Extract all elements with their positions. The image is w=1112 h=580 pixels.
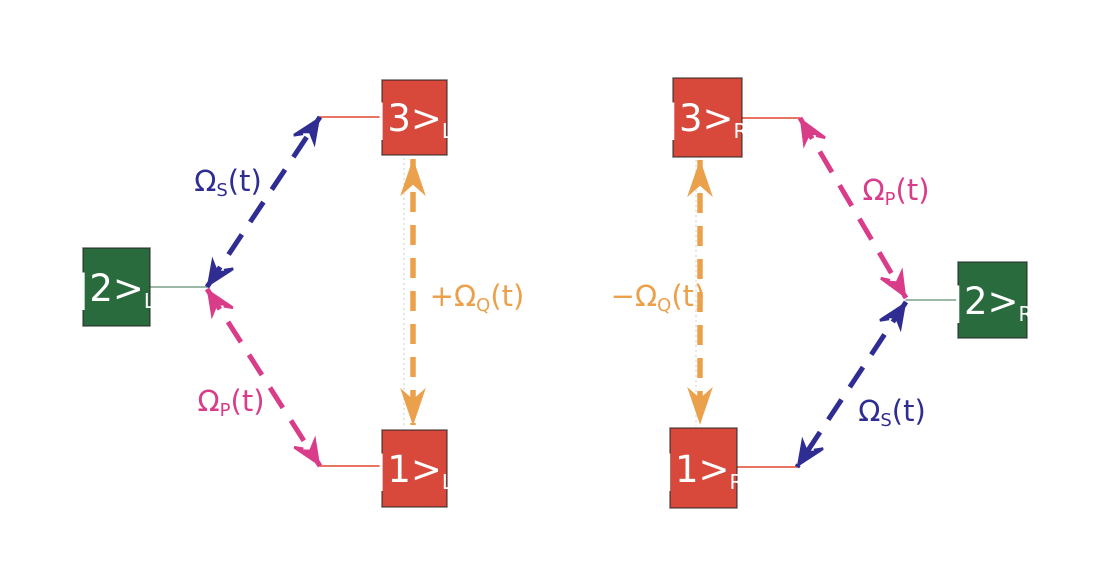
omega-q-label-right: −ΩQ(t) <box>611 279 706 316</box>
state-label-2-left: |2>L <box>77 267 156 313</box>
omega-s-label-right: ΩS(t) <box>858 394 926 431</box>
state-label-1-left: |1>L <box>375 448 454 494</box>
state-box-1-left <box>381 429 448 508</box>
omega-s-label-left: ΩS(t) <box>194 164 262 201</box>
omega-p-label-left: ΩP(t) <box>197 384 264 421</box>
state-box-2-right <box>957 261 1028 339</box>
state-label-1-right: |1>R <box>663 448 744 494</box>
omega-p-label-right: ΩP(t) <box>862 173 929 210</box>
state-box-2-left <box>82 247 151 327</box>
omega-p-arrow-left <box>204 287 323 468</box>
state-label-2-right: |2>R <box>952 280 1033 326</box>
state-box-3-right <box>672 77 743 158</box>
omega-p-arrow-right <box>797 116 909 300</box>
omega-s-arrow-right <box>794 300 909 469</box>
omega-s-arrow-left <box>204 115 323 289</box>
state-box-1-right <box>669 427 738 509</box>
state-label-3-left: |3>L <box>375 97 454 143</box>
state-label-3-right: |3>R <box>667 97 748 143</box>
omega-q-label-left: +ΩQ(t) <box>430 279 525 316</box>
state-box-3-left <box>381 79 448 156</box>
